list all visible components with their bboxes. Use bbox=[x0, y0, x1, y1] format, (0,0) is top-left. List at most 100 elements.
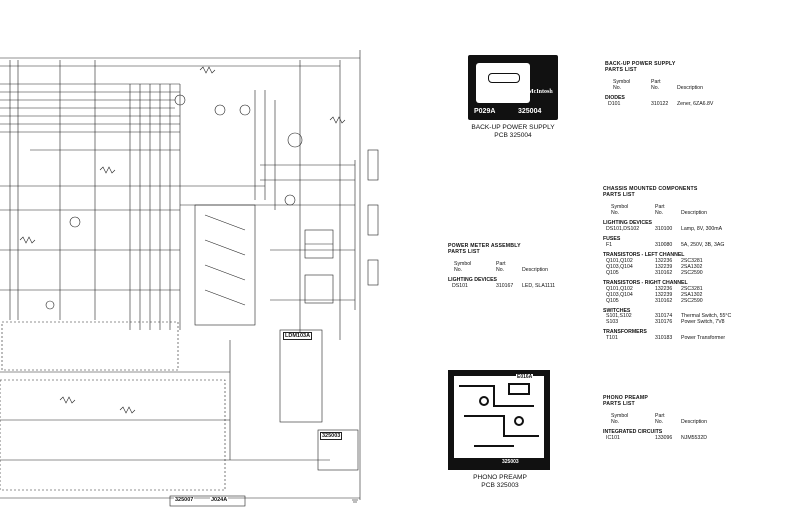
power-meter-subtitle: PARTS LIST bbox=[448, 248, 480, 255]
schematic-board-label: 325003 bbox=[320, 432, 343, 440]
col-no: No. bbox=[613, 84, 622, 91]
cell-desc: 2SC2590 bbox=[681, 269, 703, 276]
col-partno: No. bbox=[496, 266, 505, 273]
phono-pcb-caption-title: PHONO PREAMP bbox=[473, 474, 527, 481]
pcb-traces bbox=[459, 383, 539, 447]
pcb-brand: McIntosh bbox=[528, 89, 553, 95]
table-row: IC101 133096 NJM5532D bbox=[603, 434, 783, 442]
schematic-bottom-label: 325007 bbox=[174, 497, 195, 503]
category-heading: FUSES bbox=[603, 235, 621, 242]
backup-pcb-caption-pcb: PCB 325004 bbox=[494, 132, 532, 140]
pcb-board-no: 325004 bbox=[518, 108, 542, 115]
cell-part: 132239 bbox=[655, 291, 673, 298]
cell-desc: 2SA1302 bbox=[681, 291, 703, 298]
cell-symbol: Q105 bbox=[606, 297, 619, 304]
cell-desc: NJM5532D bbox=[681, 434, 707, 441]
cell-part: 310174 bbox=[655, 313, 673, 320]
cell-desc: 5A, 250V, 3B, 3AG bbox=[681, 241, 725, 248]
cell-part: 133096 bbox=[655, 434, 673, 441]
backup-pcb-caption-title: BACK-UP POWER SUPPLY bbox=[471, 124, 555, 131]
table-row: S103 310176 Power Switch, 7V8 bbox=[603, 319, 789, 326]
table-row: S101,S102 310174 Thermal Switch, 55°C bbox=[603, 313, 789, 320]
col-description: Description bbox=[681, 418, 707, 425]
cell-part: 132236 bbox=[655, 257, 673, 264]
cell-desc: Zener, 6ZA6.8V bbox=[677, 100, 714, 107]
backup-pcb-image: McIntosh P029A 325004 bbox=[468, 55, 558, 120]
backup-pcb-caption: BACK-UP POWER SUPPLY PCB 325004 bbox=[455, 124, 571, 140]
chassis-parts-subtitle: PARTS LIST bbox=[603, 191, 635, 198]
table-row: Q101,Q102 132236 2SC3281 bbox=[603, 257, 789, 265]
table-row: Q101,Q102 132236 2SC3281 bbox=[603, 285, 789, 293]
col-no: No. bbox=[611, 209, 620, 216]
cell-symbol: Q103,Q104 bbox=[606, 263, 633, 270]
cell-symbol: S101,S102 bbox=[606, 313, 632, 320]
cell-desc: Power Transformer bbox=[681, 335, 726, 342]
col-description: Description bbox=[681, 209, 707, 216]
phono-board-id: E016A bbox=[516, 374, 534, 380]
category-heading: LIGHTING DEVICES bbox=[603, 219, 652, 226]
phono-pcb-caption: PHONO PREAMP PCB 325003 bbox=[445, 474, 555, 490]
schematic-bottom-label-2: J024A bbox=[210, 497, 229, 503]
cell-desc: 2SC3281 bbox=[681, 285, 703, 292]
cell-part: 132239 bbox=[655, 263, 673, 270]
backup-parts-title: BACK-UP POWER SUPPLY bbox=[605, 61, 676, 67]
cell-desc: Thermal Switch, 55°C bbox=[681, 313, 732, 320]
category-heading: TRANSFORMERS bbox=[603, 329, 647, 336]
category-heading: TRANSISTORS - RIGHT CHANNEL bbox=[603, 279, 688, 286]
phono-parts-title: PHONO PREAMP bbox=[603, 395, 649, 401]
cell-desc: LED, SLA1111 bbox=[522, 282, 556, 289]
cell-part: 132236 bbox=[655, 285, 673, 292]
col-partno: No. bbox=[651, 84, 660, 91]
cell-symbol: DS101,DS102 bbox=[606, 225, 640, 232]
col-part: Part bbox=[651, 78, 661, 85]
cell-symbol: Q101,Q102 bbox=[606, 285, 633, 292]
col-part: Part bbox=[496, 260, 506, 267]
cell-desc: Lamp, 8V, 300mA bbox=[681, 225, 723, 232]
cell-desc: 2SC3281 bbox=[681, 257, 703, 264]
cell-part: 310167 bbox=[496, 282, 514, 289]
power-meter-parts-list: POWER METER ASSEMBLY PARTS LIST Symbol P… bbox=[448, 243, 598, 290]
cell-symbol: S103 bbox=[606, 319, 619, 326]
cell-part: 310080 bbox=[655, 241, 673, 248]
phono-board-no: 325003 bbox=[502, 459, 519, 465]
col-partno: No. bbox=[655, 418, 664, 425]
phono-pcb-image: E016A 325003 bbox=[448, 370, 550, 470]
cell-desc: 2SA1302 bbox=[681, 263, 703, 270]
cell-desc: Power Switch, 7V8 bbox=[681, 319, 725, 326]
pcb-board-id: P029A bbox=[474, 108, 496, 115]
col-description: Description bbox=[522, 266, 548, 273]
col-no: No. bbox=[454, 266, 463, 273]
phono-pcb-caption-pcb: PCB 325003 bbox=[481, 482, 519, 490]
cell-symbol: D101 bbox=[608, 100, 621, 107]
schematic-module-label: LDM103A bbox=[283, 332, 313, 340]
cell-part: 310162 bbox=[655, 269, 673, 276]
power-meter-title: POWER METER ASSEMBLY bbox=[448, 243, 521, 249]
schematic-diagram bbox=[0, 50, 379, 507]
phono-parts-list: PHONO PREAMP PARTS LIST Symbol Part No. … bbox=[603, 395, 783, 442]
cell-part: 310183 bbox=[655, 335, 673, 342]
table-row: D101 310122 Zener, 6ZA6.8V bbox=[605, 100, 785, 108]
col-partno: No. bbox=[655, 209, 664, 216]
category-lighting: LIGHTING DEVICES bbox=[448, 276, 497, 283]
table-row: Q103,Q104 132239 2SA1302 bbox=[603, 263, 789, 271]
backup-parts-subtitle: PARTS LIST bbox=[605, 66, 637, 73]
table-row: DS101,DS102 310100 Lamp, 8V, 300mA bbox=[603, 225, 789, 233]
category-integrated-circuits: INTEGRATED CIRCUITS bbox=[603, 428, 663, 435]
phono-parts-subtitle: PARTS LIST bbox=[603, 400, 635, 407]
table-row: F1 310080 5A, 250V, 3B, 3AG bbox=[603, 241, 789, 249]
cell-symbol: Q101,Q102 bbox=[606, 257, 633, 264]
table-row: DS101 310167 LED, SLA1111 bbox=[448, 282, 598, 290]
col-symbol: Symbol bbox=[454, 260, 472, 267]
col-description: Description bbox=[677, 84, 703, 91]
chassis-parts-list: CHASSIS MOUNTED COMPONENTS PARTS LIST Sy… bbox=[603, 186, 789, 342]
cell-symbol: IC101 bbox=[606, 434, 620, 441]
cell-part: 310100 bbox=[655, 225, 673, 232]
category-heading: TRANSISTORS - LEFT CHANNEL bbox=[603, 251, 685, 258]
cell-part: 310176 bbox=[655, 319, 673, 326]
cell-desc: 2SC2590 bbox=[681, 297, 703, 304]
cell-symbol: F1 bbox=[606, 241, 613, 248]
